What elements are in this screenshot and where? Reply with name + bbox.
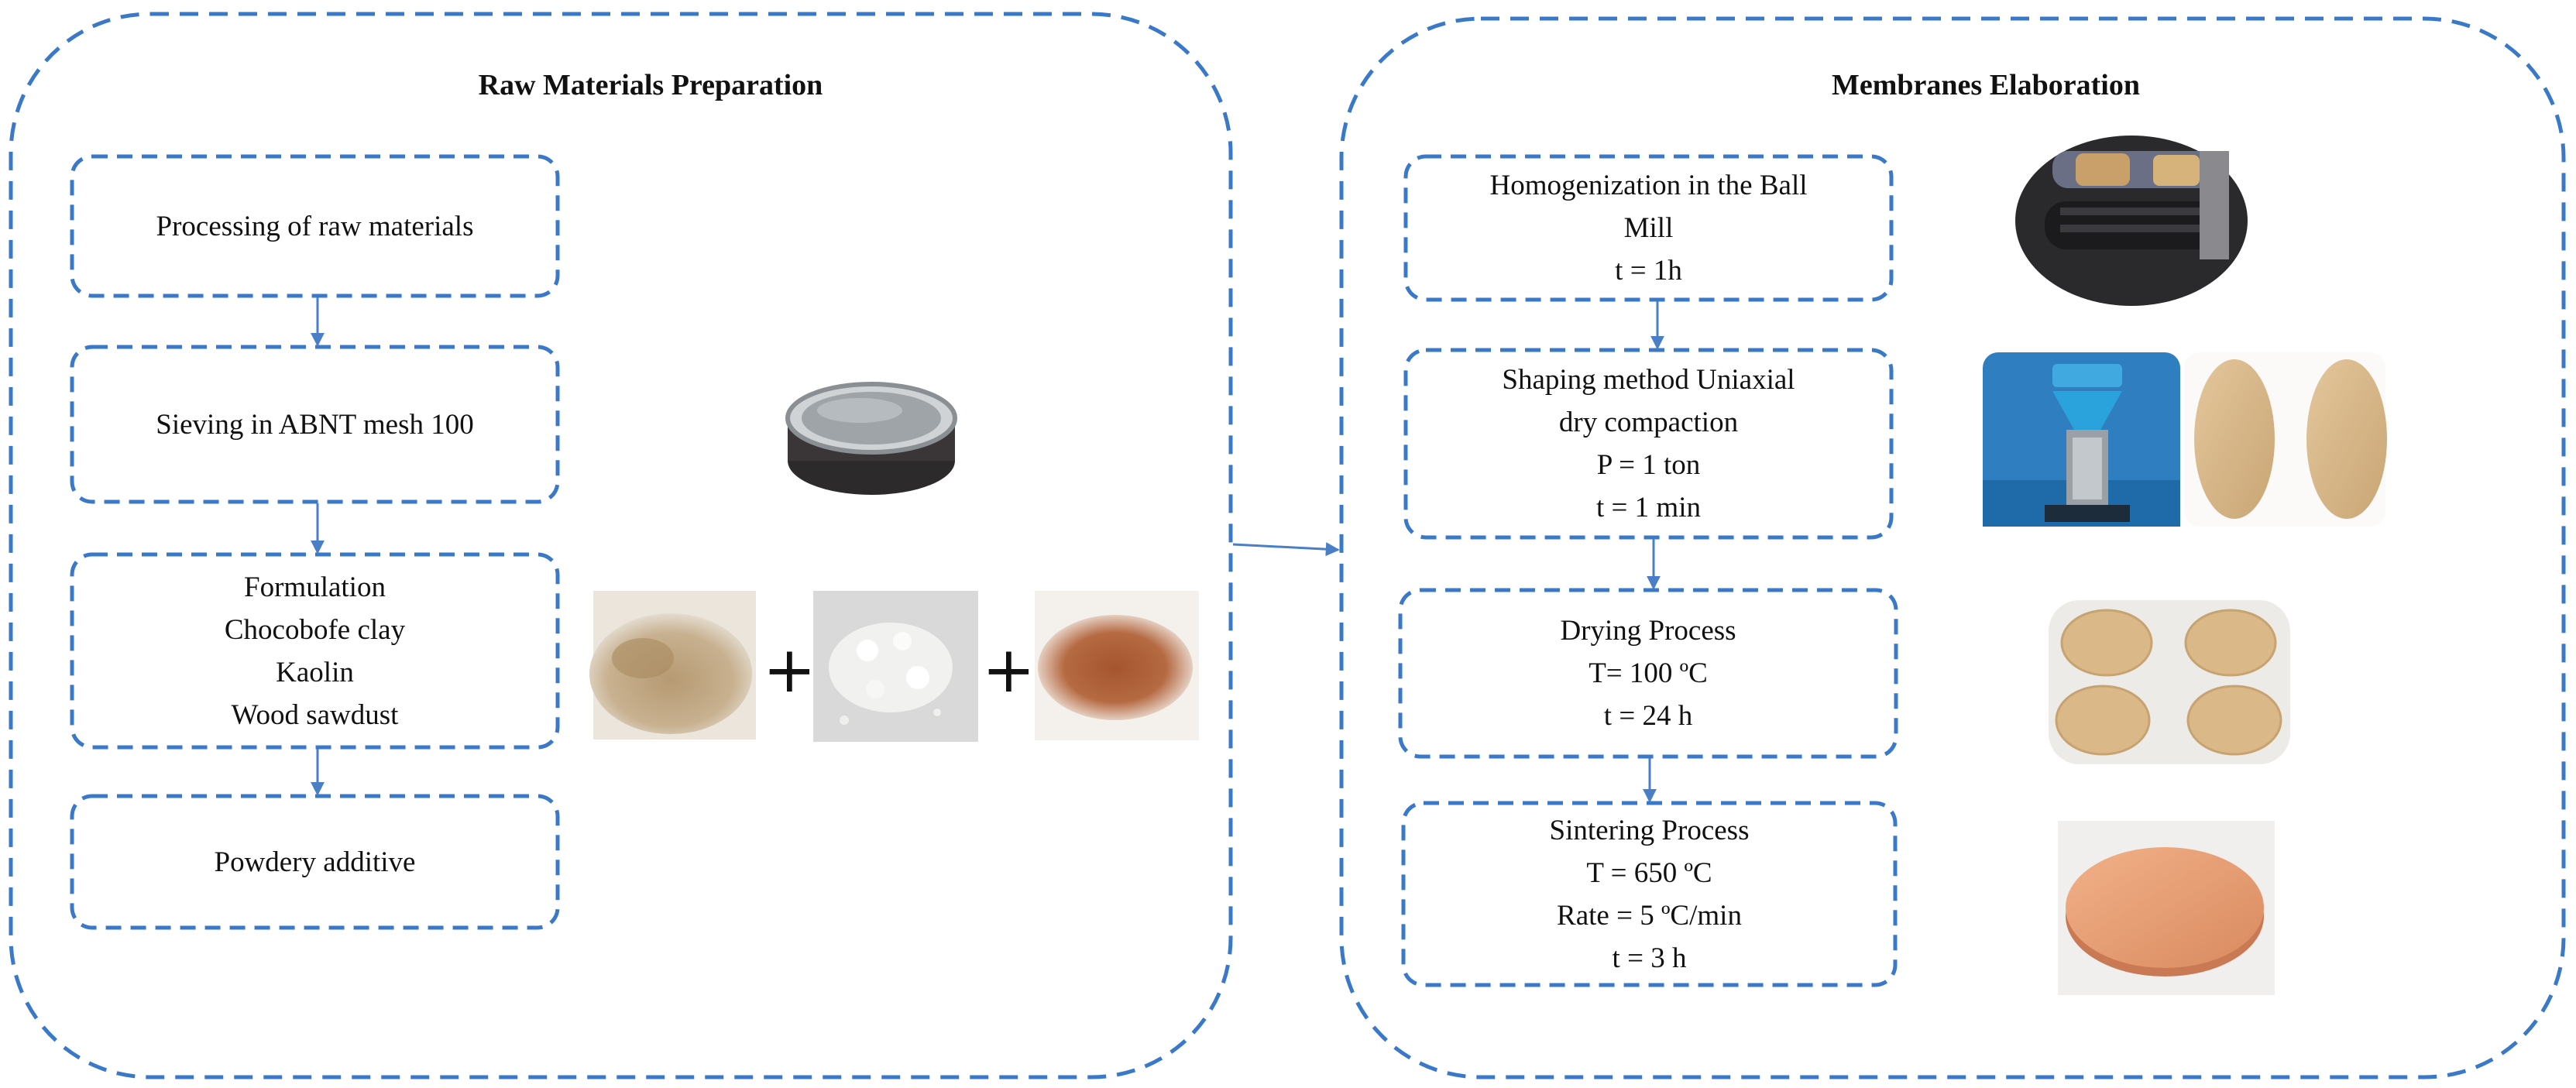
sintered-membrane-photo (2058, 821, 2275, 995)
step-line: t = 3 h (1612, 942, 1687, 974)
step-line: Homogenization in the Ball (1489, 170, 1808, 201)
step-line: Shaping method Uniaxial (1502, 364, 1795, 396)
kaolin-photo (813, 591, 978, 742)
step-line: Wood sawdust (231, 698, 399, 731)
left-step-sieving: Sieving in ABNT mesh 100 (72, 347, 558, 502)
left-step-processing: Processing of raw materials (72, 156, 558, 296)
step-line: T = 650 ºC (1586, 856, 1712, 889)
step-line: Sintering Process (1549, 814, 1750, 846)
step-line: Chocobofe clay (224, 613, 406, 646)
right-step-1-border (1403, 154, 1894, 302)
left-step-3-border (70, 552, 560, 750)
plus-sign: + (982, 633, 1036, 707)
step-line: Processing of raw materials (156, 210, 474, 242)
step-line: t = 1h (1615, 255, 1682, 287)
right-step-shaping: Shaping method Uniaxial dry compaction P… (1406, 350, 1891, 537)
step-line: Rate = 5 ºC/min (1557, 899, 1742, 932)
step-line: P = 1 ton (1596, 449, 1701, 481)
step-line: dry compaction (1558, 407, 1739, 438)
step-line: T= 100 ºC (1589, 657, 1708, 689)
left-panel-border (9, 12, 1233, 1079)
green-pellets-photo (2184, 352, 2387, 527)
press-photo (1983, 352, 2180, 527)
left-step-powdery-additive: Powdery additive (72, 796, 558, 928)
right-step-3-border (1398, 588, 1898, 759)
step-line: Kaolin (276, 656, 354, 688)
right-step-4-border (1401, 801, 1898, 987)
sieve-photo (785, 382, 957, 495)
dried-pellets-photo (2049, 600, 2290, 764)
left-step-2-border (70, 345, 560, 504)
arrow-panel-connector (1232, 542, 1340, 557)
plus-sign: + (763, 633, 816, 707)
step-line: Formulation (244, 571, 386, 603)
right-step-drying: Drying Process T= 100 ºC t = 24 h (1400, 590, 1896, 757)
left-step-1-border (70, 154, 560, 298)
step-line: Sieving in ABNT mesh 100 (156, 408, 474, 441)
left-step-4-border (70, 794, 560, 930)
clay-powder-photo (589, 591, 756, 740)
step-line: Powdery additive (214, 846, 416, 878)
step-line: Mill (1623, 212, 1674, 244)
right-step-2-border (1403, 348, 1894, 540)
right-step-homogenization: Homogenization in the Ball Mill t = 1h (1406, 156, 1891, 300)
left-panel-title: Raw Materials Preparation (478, 69, 823, 101)
sawdust-photo (1035, 591, 1199, 740)
left-step-formulation: Formulation Chocobofe clay Kaolin Wood s… (72, 554, 558, 747)
step-line: t = 24 h (1603, 700, 1693, 732)
right-panel-title: Membranes Elaboration (1832, 69, 2140, 101)
step-line: Drying Process (1560, 615, 1736, 647)
step-line: t = 1 min (1596, 492, 1701, 523)
ball-mill-photo (2015, 136, 2248, 306)
right-panel-border (1339, 16, 2566, 1079)
right-step-sintering: Sintering Process T = 650 ºC Rate = 5 ºC… (1403, 803, 1895, 985)
